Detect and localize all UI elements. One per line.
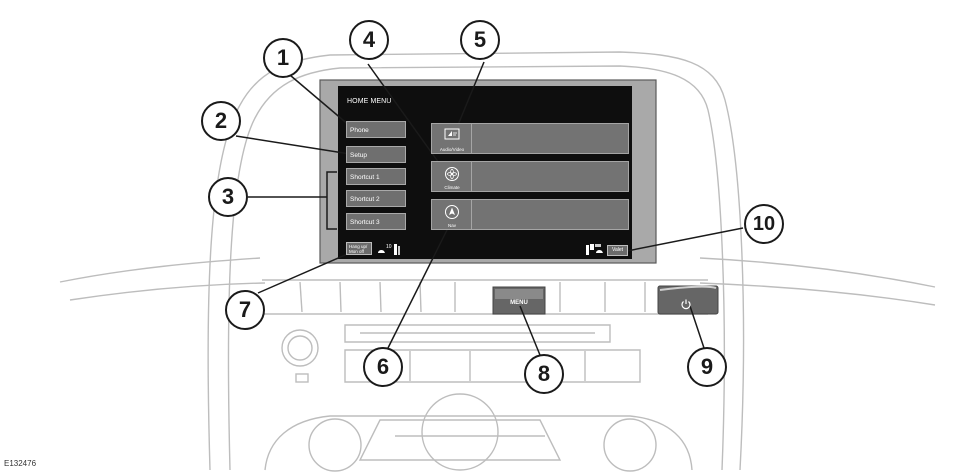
climate-tile-icon-area: Climate [432, 162, 472, 191]
shortcut-3-button[interactable]: Shortcut 3 [346, 213, 406, 230]
valet-button[interactable]: Valet [607, 245, 628, 256]
nav-tile-icon-area: Nav [432, 200, 472, 229]
phone-signal-icon: 10 [376, 242, 402, 261]
climate-fan-icon [432, 166, 472, 182]
hang-up-monitor-off-button[interactable]: Hang up/ Mon off [346, 242, 372, 255]
power-icon[interactable] [680, 297, 692, 315]
climate-tile[interactable]: Climate [431, 161, 629, 192]
climate-label: Climate [444, 185, 460, 190]
svg-text:10: 10 [386, 244, 392, 250]
shortcut-1-button[interactable]: Shortcut 1 [346, 168, 406, 185]
audio-video-label: Audio/Video [439, 147, 465, 152]
navigation-arrow-icon [432, 204, 472, 220]
audio-video-tile[interactable]: Audio/Video [431, 123, 629, 154]
nav-tile[interactable]: Nav [431, 199, 629, 230]
figure-id: E132476 [4, 459, 37, 468]
audio-video-tile-icon-area: Audio/Video [432, 124, 472, 153]
setup-button[interactable]: Setup [346, 146, 406, 163]
nav-label: Nav [447, 223, 456, 228]
home-menu-title: HOME MENU [347, 98, 392, 105]
menu-hardware-button[interactable]: MENU [510, 300, 528, 306]
phone-button[interactable]: Phone [346, 121, 406, 138]
shortcut-2-button[interactable]: Shortcut 2 [346, 190, 406, 207]
bluetooth-battery-icon [585, 242, 607, 261]
audio-video-icon [432, 128, 472, 144]
